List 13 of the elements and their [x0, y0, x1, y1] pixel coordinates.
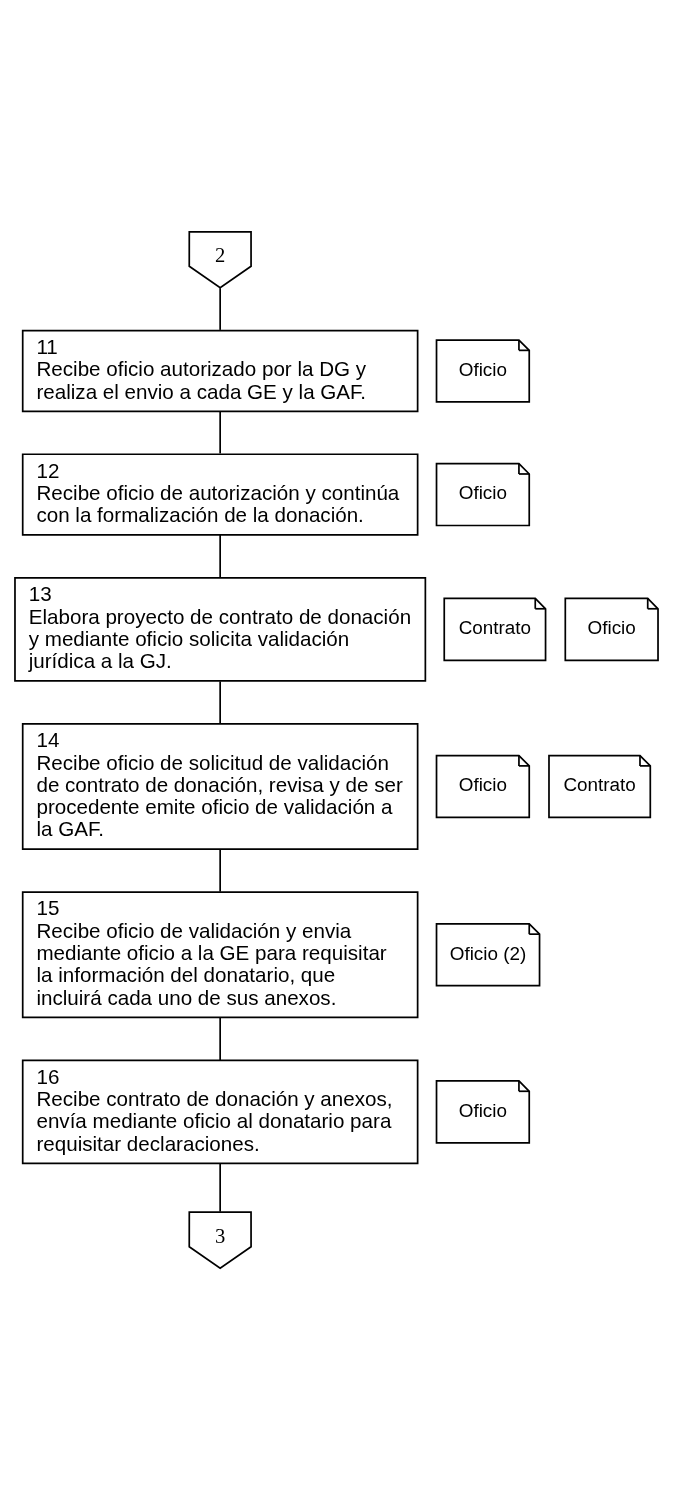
node-box: 15 Recibe oficio de validación y envia mediante oficio a la GE para requisitar la información del donatario, que incluirá cada uno de sus anexos. [21, 890, 419, 1018]
node-box: 13 Elabora proyecto de contrato de donación y mediante oficio solicita validación jurídica a la GJ. [14, 576, 427, 682]
connector [219, 1016, 222, 1061]
connector [219, 533, 222, 578]
node-box: 16 Recibe contrato de donación y anexos, envía mediante oficio al donatario para requisitar declaraciones. [21, 1059, 419, 1164]
connector [219, 1162, 222, 1212]
connector [219, 680, 222, 724]
connector [219, 848, 222, 892]
connector [219, 286, 222, 331]
node-box: 14 Recibe oficio de solicitud de validación de contrato de donación, revisa y de ser procedente emite oficio de validación a la GAF. [21, 722, 419, 850]
node-box: 11 Recibe oficio autorizado por la DG y realiza el envio a cada GE y la GAF. [21, 329, 419, 412]
connector [219, 410, 222, 454]
node-box: 12 Recibe oficio de autorización y continúa con la formalización de la donación. [21, 452, 419, 536]
